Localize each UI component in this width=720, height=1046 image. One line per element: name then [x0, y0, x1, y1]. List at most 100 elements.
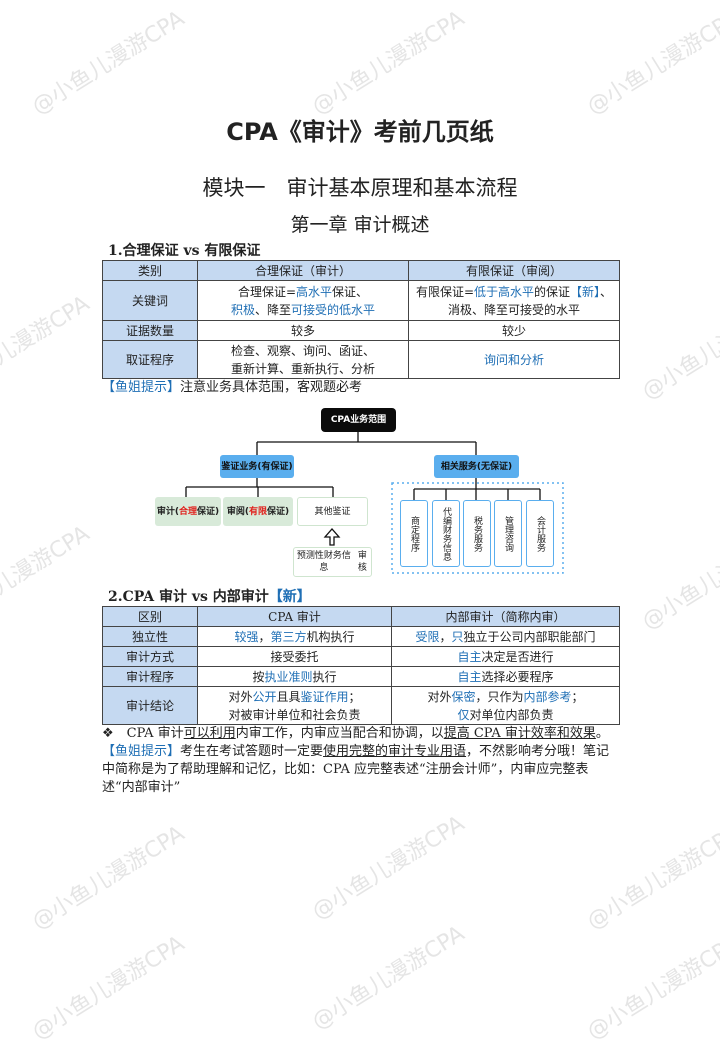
text-segment: ，: [258, 629, 271, 644]
row-label: 关键词: [102, 280, 198, 321]
node-audit: 审计(合理保证): [155, 497, 221, 526]
text-segment: 对外: [427, 689, 452, 704]
text-segment: 内审工作，内审应当配合和协调，以: [235, 726, 444, 741]
table-row: 关键词合理保证=高水平保证、积极、降至可接受的低水平有限保证=低于高水平的保证【…: [102, 280, 620, 321]
node-service: 代编财务信息: [432, 500, 460, 567]
text-segment: 较强: [234, 629, 259, 644]
text-segment: 只: [451, 629, 464, 644]
text-segment: 。: [595, 726, 609, 741]
table-cell: 自主选择必要程序: [391, 666, 620, 687]
text-segment: 决定是否进行: [481, 649, 554, 664]
chapter-heading: 第一章 审计概述: [290, 214, 430, 236]
text-segment: 独立于公司内部职能部门: [463, 629, 596, 644]
text-segment: 的保证: [534, 284, 571, 299]
text-segment: 合理保证=: [237, 284, 297, 299]
new-tag: 【新】: [268, 589, 311, 605]
node-assurance: 鉴证业务(有保证): [220, 455, 294, 478]
table-cell: 按执业准则执行: [197, 666, 392, 687]
module-heading: 模块一 审计基本原理和基本流程: [202, 176, 518, 200]
diagram-connectors: [185, 432, 564, 574]
text-segment: ❖ CPA 审计: [102, 726, 184, 741]
node-service: 管理咨询: [494, 500, 522, 567]
row-label: 独立性: [102, 626, 198, 647]
row-label: 证据数量: [102, 320, 198, 341]
table-row: 独立性较强，第三方机构执行受限，只独立于公司内部职能部门: [102, 626, 620, 647]
text-segment: 使用完整的审计专业用语: [323, 744, 467, 759]
table-cell: 有限保证=低于高水平的保证【新】、消极、降至可接受的水平: [408, 280, 620, 321]
node-review: 审阅(有限保证): [223, 497, 293, 526]
text-segment: 自主: [457, 669, 482, 684]
text-segment: 对被审计单位和社会负责: [228, 707, 361, 722]
text-segment: ，: [439, 629, 452, 644]
text-segment: 执业准则: [264, 669, 313, 684]
text-segment: ，不然影响考分哦！笔记中简称是为了帮助理解和记忆，比如：CPA 应完整表述“注册…: [102, 744, 610, 795]
tip-1: 【鱼姐提示】注意业务具体范围，客观题必考: [102, 379, 619, 397]
text-segment: 对单位内部负责: [469, 707, 554, 722]
table-row: 审计程序按执业准则执行自主选择必要程序: [102, 666, 620, 687]
table-cell: 接受委托: [197, 646, 392, 667]
node-cpa-scope: CPA业务范围: [321, 408, 396, 432]
text-segment: 受限: [415, 629, 440, 644]
section2-heading: 2.CPA 审计 vs 内部审计【新】: [108, 589, 311, 605]
text-segment: ，只作为: [475, 689, 524, 704]
table-cell: 较强，第三方机构执行: [197, 626, 392, 647]
text-segment: 积极: [230, 302, 255, 317]
text-segment: 可以利用: [183, 726, 236, 741]
arrow-up-icon: [323, 528, 341, 546]
node-forecast-review: 预测性财务信息审核: [293, 547, 372, 577]
tip-tag: 【鱼姐提示】: [102, 380, 181, 395]
text-segment: 可接受的低水平: [291, 302, 376, 317]
table-row: 审计方式 接受委托 自主决定是否进行: [102, 646, 620, 667]
related-services-group-border: [391, 482, 564, 574]
text-segment: 按: [252, 669, 265, 684]
node-service: 税务服务: [463, 500, 491, 567]
column-header: CPA 审计: [197, 606, 392, 627]
column-header: 类别: [102, 260, 198, 281]
assurance-comparison-table: 类别合理保证（审计）有限保证（审阅）关键词合理保证=高水平保证、积极、降至可接受…: [102, 260, 620, 379]
section1-heading: 1.合理保证 vs 有限保证: [108, 243, 261, 259]
text-segment: 自主: [457, 649, 482, 664]
table-cell: 受限，只独立于公司内部职能部门: [391, 626, 620, 647]
node-service: 商定程序: [400, 500, 428, 567]
text-segment: 较多: [290, 323, 315, 338]
text-segment: 保证、: [332, 284, 369, 299]
text-segment: 提高 CPA 审计效率和效果: [443, 726, 596, 741]
tip-text: 注意业务具体范围，客观题必考: [180, 380, 363, 395]
text-segment: 询问和分析: [483, 352, 544, 367]
document-title: CPA《审计》考前几页纸: [226, 118, 494, 146]
row-label: 审计程序: [102, 666, 198, 687]
text-segment: 有限保证=: [415, 284, 474, 299]
table-row: 证据数量较多较少: [102, 320, 620, 341]
note-bullet: ❖ CPA 审计可以利用内审工作，内审应当配合和协调，以提高 CPA 审计效率和…: [102, 725, 619, 743]
text-segment: 、: [600, 284, 613, 299]
text-segment: 内部参考: [523, 689, 572, 704]
row-label: 审计结论: [102, 686, 198, 725]
table-cell: 对外公开且具鉴证作用；对被审计单位和社会负责: [197, 686, 392, 725]
text-segment: 【新】: [570, 284, 601, 299]
text-segment: 机构执行: [306, 629, 355, 644]
text-segment: 高水平: [296, 284, 333, 299]
text-segment: 公开: [252, 689, 277, 704]
text-segment: 且具: [276, 689, 301, 704]
column-header: 内部审计（简称内审）: [391, 606, 620, 627]
node-related-services: 相关服务(无保证): [434, 455, 519, 478]
text-segment: ；: [348, 689, 361, 704]
section1: 1.合理保证 vs 有限保证 类别合理保证（审计）有限保证（审阅）关键词合理保证…: [102, 242, 620, 397]
table-row: 审计结论对外公开且具鉴证作用；对被审计单位和社会负责对外保密，只作为内部参考；仅…: [102, 686, 620, 725]
text-segment: 【鱼姐提示】: [102, 744, 181, 759]
node-service: 会计服务: [526, 500, 554, 567]
text-segment: 检查、观察、询问、函证、: [230, 343, 375, 358]
text-segment: 执行: [312, 669, 337, 684]
node-other-assurance: 其他鉴证: [297, 497, 368, 526]
text-segment: 仅: [457, 707, 470, 722]
text-segment: 考生在考试答题时一定要: [180, 744, 324, 759]
text-segment: 保密: [451, 689, 476, 704]
row-label: 审计方式: [102, 646, 198, 667]
text-segment: 接受委托: [270, 649, 319, 664]
text-segment: ；: [571, 689, 584, 704]
text-segment: 第三方: [270, 629, 307, 644]
text-segment: 低于高水平: [474, 284, 535, 299]
table-cell: 询问和分析: [408, 340, 620, 379]
